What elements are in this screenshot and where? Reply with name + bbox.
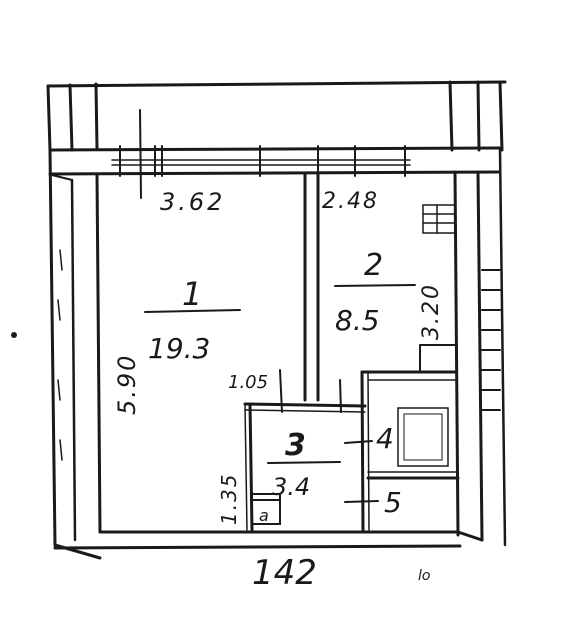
room-1-fraction-bar <box>144 309 241 313</box>
corridor-length-dim: 1.35 <box>217 472 241 525</box>
room-3-number: 3 <box>285 428 306 463</box>
room-3-area: 3.4 <box>272 473 310 501</box>
room-5-number: 5 <box>384 486 402 519</box>
niche-label: a <box>259 506 269 525</box>
corner-mark: lo <box>418 568 430 584</box>
room-1-area: 19.3 <box>148 332 210 365</box>
room-1-number: 1 <box>182 275 202 313</box>
room-4-leader <box>344 440 373 444</box>
ink-dot <box>11 332 17 338</box>
corridor-width-dim: 1.05 <box>228 372 268 393</box>
right-wall <box>453 148 507 547</box>
room-2-number: 2 <box>364 248 383 283</box>
vent-block <box>422 204 456 234</box>
room-2-length-dim: 3.20 <box>419 283 444 340</box>
room-2-area: 8.5 <box>335 304 380 337</box>
room-3-fraction-bar <box>267 461 341 464</box>
apartment-number: 142 <box>252 553 317 593</box>
rooms-4-5 <box>360 344 460 480</box>
room-2-width-dim: 2.48 <box>322 189 379 214</box>
room-1-length-dim: 5.90 <box>113 354 141 415</box>
niche-a <box>251 493 281 525</box>
partition-wall <box>303 172 320 402</box>
top-wall <box>48 109 502 199</box>
room-2-fraction-bar <box>334 284 416 287</box>
left-exterior-wall <box>48 148 102 547</box>
room-5-leader <box>344 500 379 503</box>
top-exterior-wall <box>46 80 507 152</box>
room-4-number: 4 <box>376 422 394 455</box>
bottom-wall <box>53 530 484 560</box>
room-1-width-dim: 3.62 <box>160 188 225 216</box>
